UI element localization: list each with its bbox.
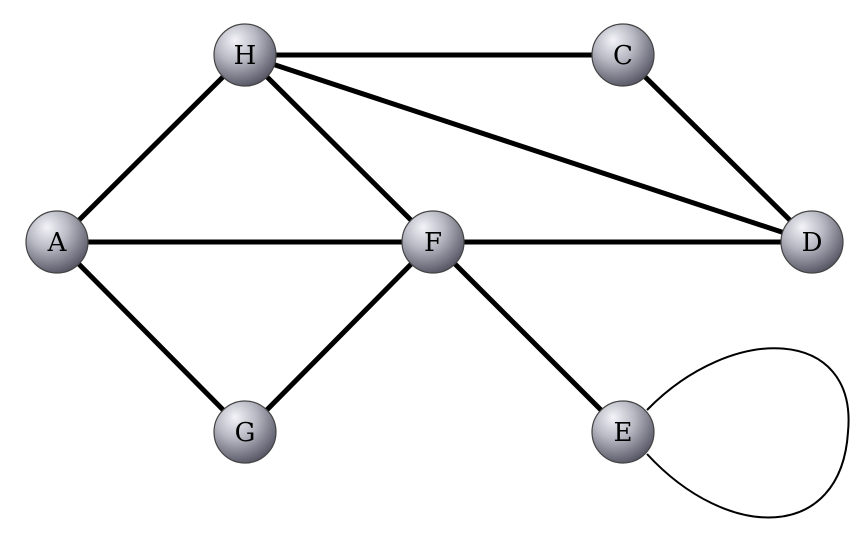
- node-label-C: C: [613, 41, 633, 71]
- edge-C-D: [620, 52, 815, 245]
- node-circle-E: [591, 400, 655, 464]
- node-F: F: [401, 210, 465, 274]
- node-label-D: D: [802, 228, 823, 258]
- node-H: H: [213, 23, 277, 87]
- node-circle-F: [401, 210, 465, 274]
- edge-H-F: [242, 52, 436, 245]
- node-circle-H: [213, 23, 277, 87]
- node-label-F: F: [424, 228, 442, 258]
- node-label-H: H: [234, 41, 257, 71]
- edge-H-D: [242, 52, 815, 245]
- edge-loop-E: [646, 347, 850, 519]
- edge-H-A: [54, 52, 248, 245]
- node-C: C: [591, 23, 655, 87]
- node-label-G: G: [235, 418, 256, 448]
- node-D: D: [780, 210, 844, 274]
- node-label-A: A: [47, 228, 68, 258]
- edge-F-G: [242, 239, 436, 435]
- node-label-E: E: [614, 418, 633, 448]
- node-circle-A: [25, 210, 89, 274]
- nodes-layer: H C A F D G E: [25, 23, 844, 464]
- node-circle-G: [213, 400, 277, 464]
- node-circle-C: [591, 23, 655, 87]
- node-G: G: [213, 400, 277, 464]
- edges-layer: [54, 52, 850, 519]
- edge-A-G: [54, 239, 248, 435]
- edge-F-E: [430, 239, 626, 435]
- node-A: A: [25, 210, 89, 274]
- node-E: E: [591, 400, 655, 464]
- node-circle-D: [780, 210, 844, 274]
